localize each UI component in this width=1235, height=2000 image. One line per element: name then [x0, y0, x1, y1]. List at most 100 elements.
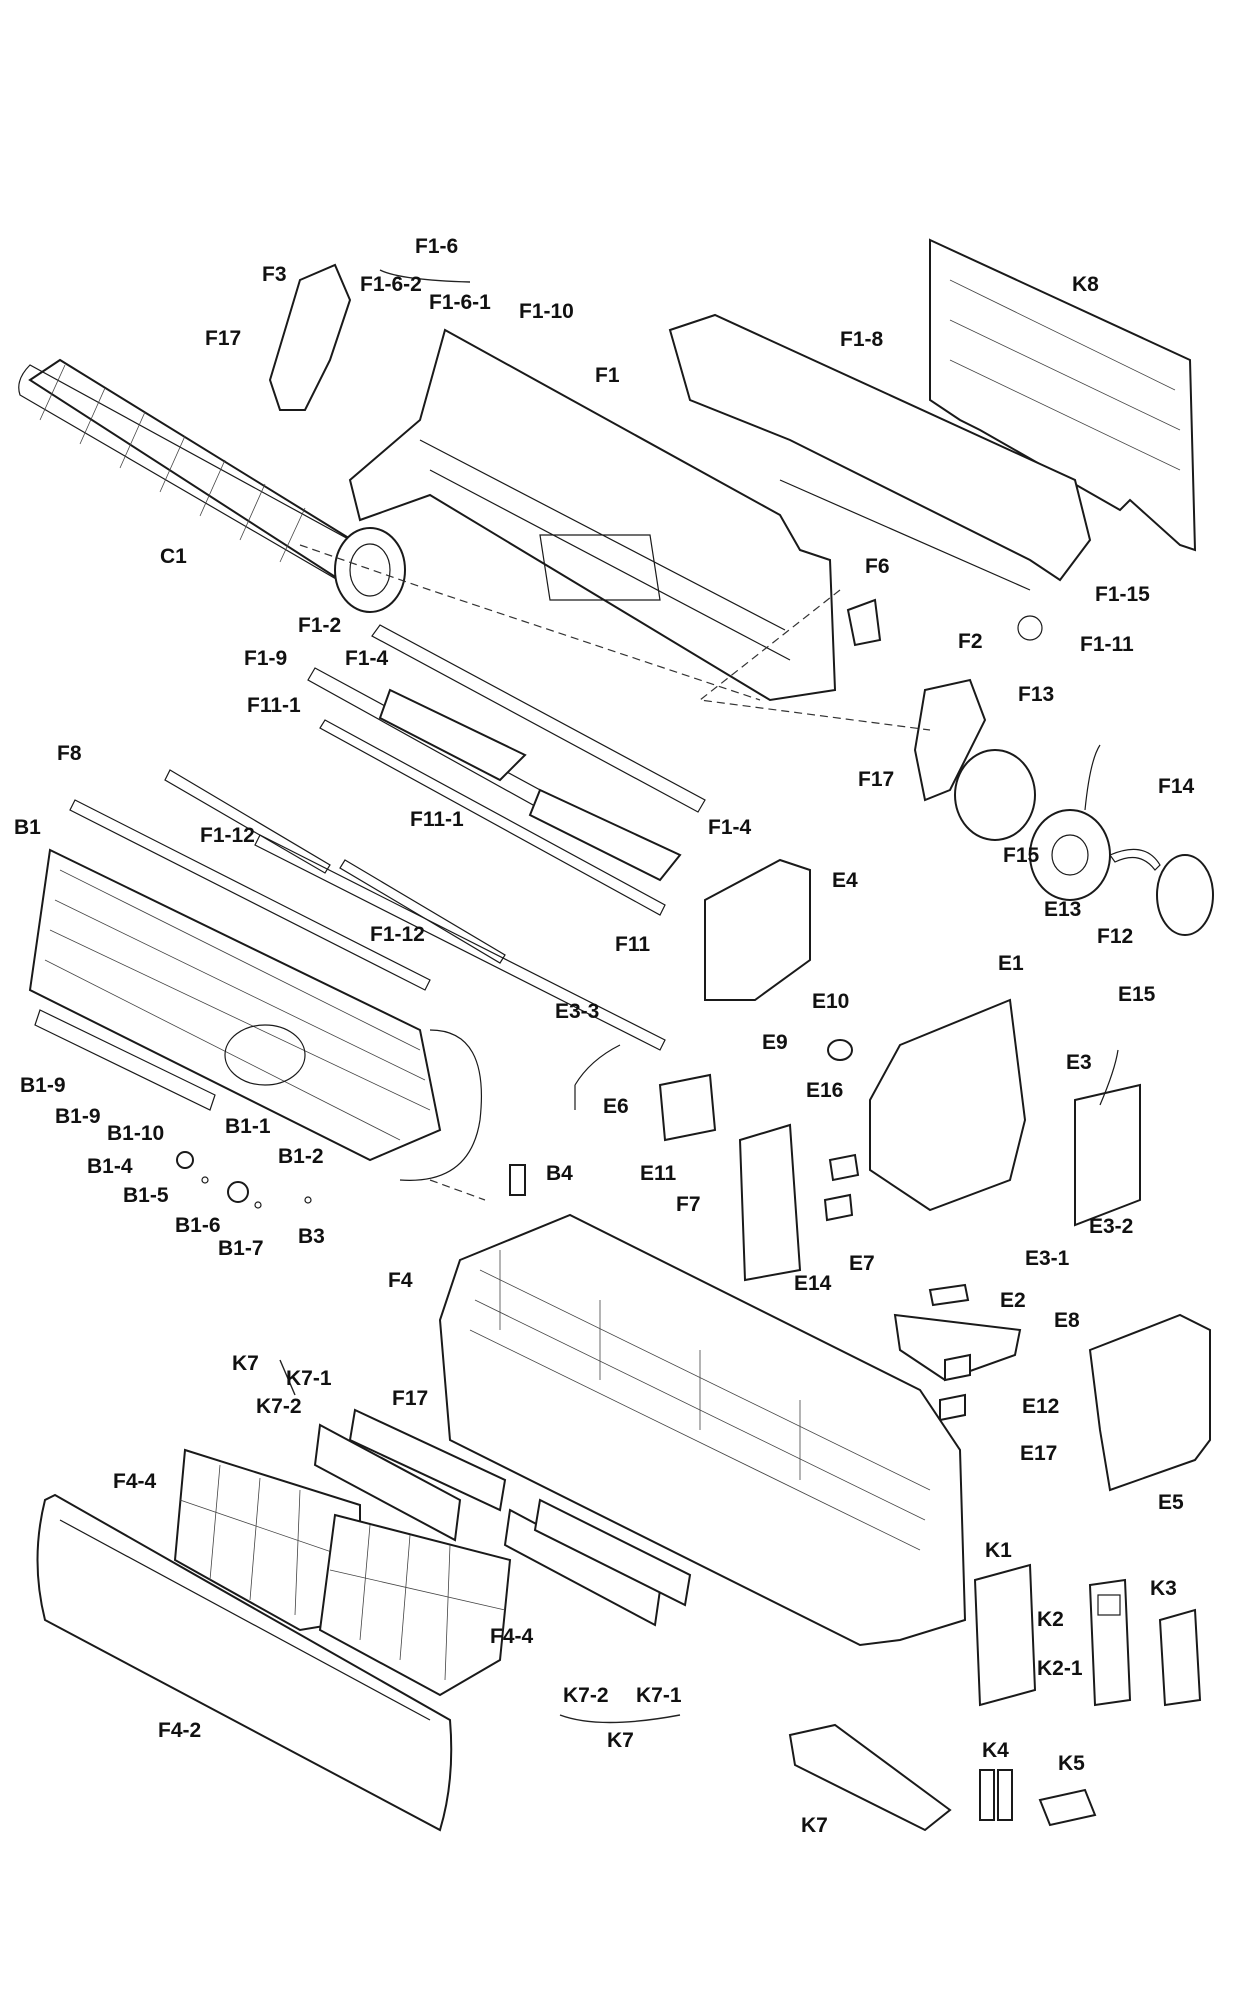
display-board-icon: [928, 1283, 970, 1307]
label-k7-c: K7: [801, 1814, 828, 1837]
screw-icon: [201, 1176, 209, 1184]
coil-bracket-icon: [34, 1009, 216, 1111]
label-b3: B3: [298, 1225, 325, 1248]
control-box-icon: [869, 998, 1027, 1212]
label-f1-12-a: F1-12: [200, 824, 255, 847]
label-b1-9-b: B1-9: [55, 1105, 101, 1128]
label-k5: K5: [1058, 1752, 1085, 1775]
battery-icon: [979, 1769, 1013, 1821]
label-f1-11: F1-11: [1080, 633, 1134, 656]
indoor-unit-body-icon: [438, 1213, 967, 1647]
fitting-icon: [227, 1181, 249, 1203]
motor-cover-plate-icon: [1156, 854, 1214, 936]
label-f13: F13: [1018, 683, 1054, 706]
screw-icon: [304, 1196, 312, 1204]
label-k1: K1: [985, 1539, 1012, 1562]
label-e8: E8: [1054, 1309, 1080, 1332]
label-f2: F2: [958, 630, 983, 653]
label-b1-10: B1-10: [107, 1122, 164, 1145]
filter-set-icon: [788, 1723, 952, 1832]
label-f1-8: F1-8: [840, 328, 884, 351]
assembly-line: [698, 589, 931, 731]
label-f1-6-2: F1-6-2: [360, 273, 422, 296]
label-b1-5: B1-5: [123, 1184, 169, 1207]
label-b1-6: B1-6: [175, 1214, 221, 1237]
label-e3-2: E3-2: [1089, 1215, 1133, 1238]
sensor-icon: [944, 1353, 971, 1382]
vane-icon: [164, 769, 331, 874]
screw-icon: [254, 1201, 262, 1209]
switch-icon: [828, 1153, 860, 1182]
label-f12: F12: [1097, 925, 1133, 948]
label-e5: E5: [1158, 1491, 1184, 1514]
terminal-block-icon: [658, 1073, 717, 1142]
back-cover-icon: [668, 313, 1092, 641]
housing-icon: [348, 328, 837, 702]
label-f4-2: F4-2: [158, 1719, 201, 1742]
terminal-cover-icon: [738, 1123, 802, 1282]
group-bracket-f1-6: [379, 269, 471, 283]
label-f4-4-b: F4-4: [490, 1625, 534, 1648]
coil-icon: [28, 848, 482, 1181]
label-b1: B1: [14, 816, 41, 839]
label-f17-c: F17: [392, 1387, 428, 1410]
screw-set-icon: [1038, 1788, 1097, 1827]
label-k7-2-b: K7-2: [563, 1684, 609, 1707]
label-e9: E9: [762, 1031, 788, 1054]
louver-assembly-icon: [307, 624, 706, 916]
label-f17-a: F17: [205, 327, 241, 350]
label-e7: E7: [849, 1252, 875, 1275]
label-f1-12-b: F1-12: [370, 923, 425, 946]
front-panel-icon: [36, 1493, 453, 1832]
manual-icon: [973, 1563, 1037, 1707]
label-e11: E11: [640, 1162, 677, 1185]
label-k7-1-a: K7-1: [286, 1367, 332, 1390]
label-c1: C1: [160, 545, 187, 568]
label-f15: F15: [1003, 844, 1040, 867]
assembly-line: [299, 544, 761, 701]
label-f1: F1: [595, 364, 620, 387]
label-f1-2: F1-2: [298, 614, 341, 637]
label-e12: E12: [1022, 1395, 1059, 1418]
receiver-icon: [893, 1313, 1022, 1382]
label-e3: E3: [1066, 1051, 1092, 1074]
label-e14: E14: [794, 1272, 832, 1295]
sensor-icon: [509, 1164, 526, 1196]
label-f3: F3: [262, 263, 287, 286]
label-f11-1-b: F11-1: [410, 808, 464, 831]
label-f1-4-b: F1-4: [708, 816, 752, 839]
label-f4-4-a: F4-4: [113, 1470, 157, 1493]
electrical-cover-icon: [704, 858, 811, 1001]
label-k7-a: K7: [232, 1352, 259, 1375]
label-k8: K8: [1072, 273, 1099, 296]
label-f11: F11: [615, 933, 650, 956]
label-f17-b: F17: [858, 768, 894, 791]
label-k7-2-a: K7-2: [256, 1395, 302, 1418]
label-e16: E16: [806, 1079, 843, 1102]
top-rail-icon: [69, 799, 431, 991]
wire-icon: [574, 1044, 621, 1110]
label-k7-b: K7: [607, 1729, 634, 1752]
motor-clamp-icon: [1109, 848, 1161, 871]
remote-holder-icon: [1158, 1608, 1202, 1707]
label-f1-6: F1-6: [415, 235, 458, 258]
sensor-icon: [827, 1039, 853, 1061]
label-e4: E4: [832, 869, 858, 892]
label-f4: F4: [388, 1269, 413, 1292]
remote-control-icon: [1088, 1578, 1132, 1707]
electrical-box-cover-icon: [1088, 1313, 1211, 1492]
label-k7-1-b: K7-1: [636, 1684, 682, 1707]
label-f7: F7: [676, 1193, 701, 1216]
label-e13: E13: [1044, 898, 1081, 921]
label-b1-9-a: B1-9: [20, 1074, 66, 1097]
label-k3: K3: [1150, 1577, 1177, 1600]
motor-band-icon: [954, 749, 1036, 841]
label-e3-1: E3-1: [1025, 1247, 1070, 1270]
label-b4: B4: [546, 1162, 573, 1185]
label-f1-10: F1-10: [519, 300, 574, 323]
label-b1-7: B1-7: [218, 1237, 264, 1260]
label-f1-6-1: F1-6-1: [429, 291, 491, 314]
label-e3-3: E3-3: [555, 1000, 599, 1023]
label-f8: F8: [57, 742, 82, 765]
label-f6: F6: [865, 555, 890, 578]
